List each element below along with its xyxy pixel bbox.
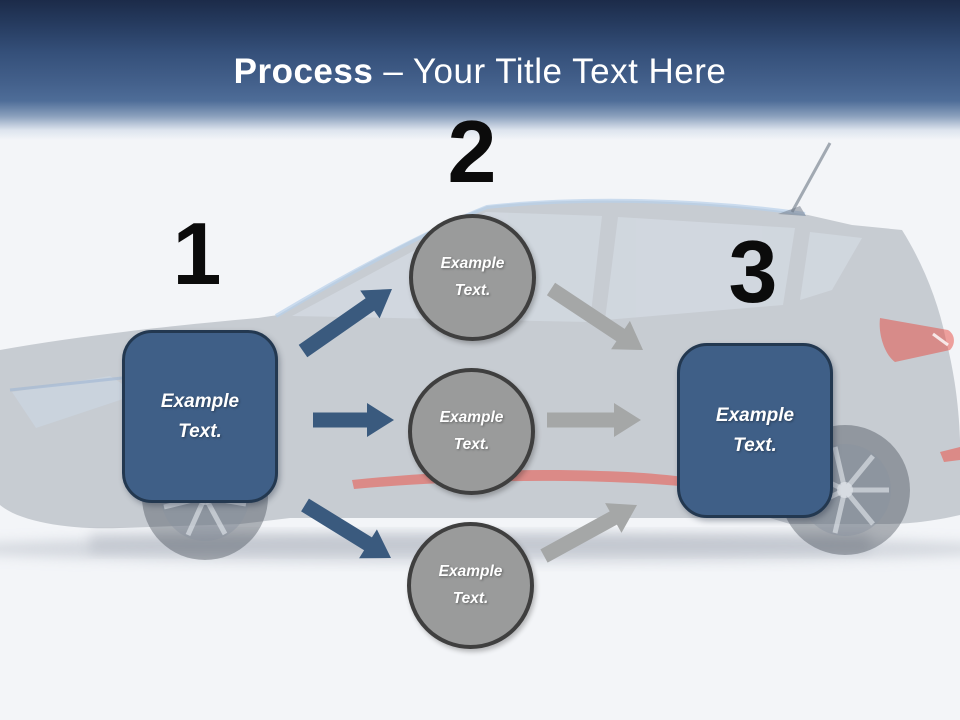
antenna-base-icon [778, 206, 806, 216]
step-2-circle-top-label: Example Text. [440, 255, 505, 299]
taillight-icon [879, 318, 954, 362]
title-rest-part: – Your Title Text Here [383, 52, 727, 91]
step-3-box: Example Text. [677, 343, 833, 518]
step-2-number: 2 [447, 102, 497, 201]
arrow-circle1-to-box3-icon [546, 282, 643, 350]
arrow-box1-to-circle2-icon [313, 403, 394, 437]
headlight-icon [12, 376, 138, 428]
arrow-circle3-to-box3-icon [540, 503, 637, 563]
title-bold-part: Process [233, 52, 374, 91]
step-2-circle-top: Example Text. [409, 214, 536, 341]
arrow-circle2-to-box3-icon [547, 403, 641, 437]
step-1-box: Example Text. [122, 330, 278, 503]
step-3-number: 3 [728, 222, 778, 321]
arrow-box1-to-circle1-icon [298, 289, 392, 358]
headlight-line-icon [9, 376, 123, 392]
step-2-circle-middle-label: Example Text. [439, 409, 504, 453]
step-1-box-label: Example Text. [160, 391, 240, 442]
antenna-icon [790, 142, 832, 213]
arrow-box1-to-circle3-icon [301, 498, 391, 559]
page-title: Process– Your Title Text Here [0, 54, 960, 89]
step-2-circle-middle: Example Text. [408, 368, 535, 495]
taillight-streak-icon [932, 332, 949, 347]
slide-header: Process– Your Title Text Here [0, 0, 960, 140]
step-2-circle-bottom: Example Text. [407, 522, 534, 649]
step-2-circle-bottom-label: Example Text. [438, 563, 503, 607]
windshield-edge-highlight-icon [274, 198, 806, 318]
step-3-box-label: Example Text. [715, 405, 795, 456]
step-1-number: 1 [172, 204, 222, 303]
